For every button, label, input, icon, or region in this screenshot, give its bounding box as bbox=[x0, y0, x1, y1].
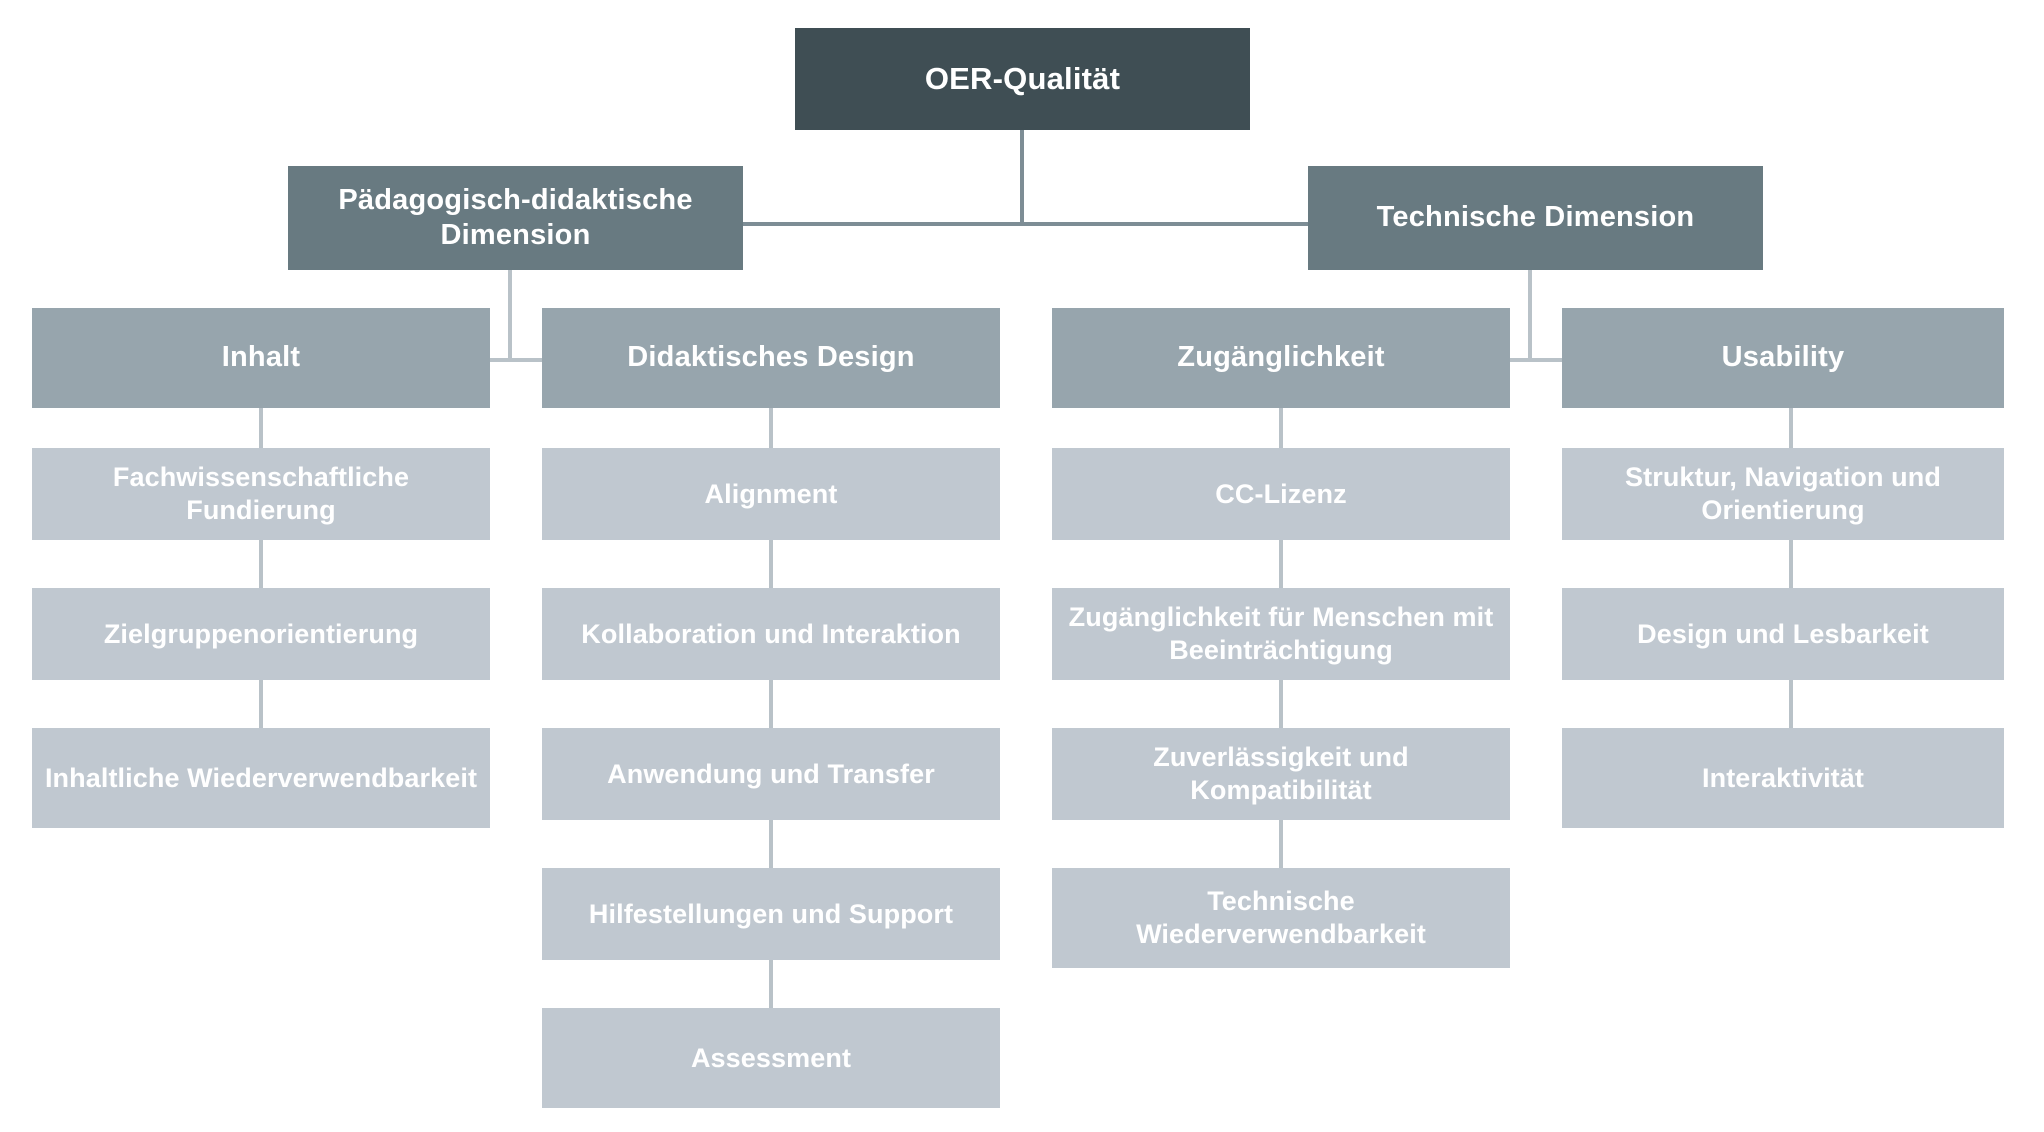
node-criterion-cc-lizenz[interactable]: CC-Lizenz bbox=[1052, 448, 1510, 540]
node-criterion-design-und-lesbarkeit[interactable]: Design und Lesbarkeit bbox=[1562, 588, 2004, 680]
connector-technisch-stem bbox=[1528, 270, 1532, 362]
connector-paedagogisch-bar bbox=[490, 358, 544, 362]
node-dimension-technisch[interactable]: Technische Dimension bbox=[1308, 166, 1763, 270]
node-category-zugaenglichkeit[interactable]: Zugänglichkeit bbox=[1052, 308, 1510, 408]
node-dimension-paedagogisch[interactable]: Pädagogisch-didaktische Dimension bbox=[288, 166, 743, 270]
node-criterion-anwendung-und-transfer[interactable]: Anwendung und Transfer bbox=[542, 728, 1000, 820]
node-category-didaktisches-design[interactable]: Didaktisches Design bbox=[542, 308, 1000, 408]
node-category-usability[interactable]: Usability bbox=[1562, 308, 2004, 408]
node-root-oer-qualitaet[interactable]: OER-Qualität bbox=[795, 28, 1250, 130]
connector-paedagogisch-stem bbox=[508, 270, 512, 362]
node-criterion-struktur-navigation-orientierung[interactable]: Struktur, Navigation und Orientierung bbox=[1562, 448, 2004, 540]
node-criterion-assessment[interactable]: Assessment bbox=[542, 1008, 1000, 1108]
node-criterion-zuverlaessigkeit-und-kompatibilitaet[interactable]: Zuverlässigkeit und Kompatibilität bbox=[1052, 728, 1510, 820]
node-criterion-technische-wiederverwendbarkeit[interactable]: Technische Wiederverwendbarkeit bbox=[1052, 868, 1510, 968]
node-criterion-zielgruppenorientierung[interactable]: Zielgruppenorientierung bbox=[32, 588, 490, 680]
connector-dimension-bar bbox=[740, 222, 1312, 226]
node-criterion-hilfestellungen-und-support[interactable]: Hilfestellungen und Support bbox=[542, 868, 1000, 960]
node-criterion-inhaltliche-wiederverwendbarkeit[interactable]: Inhaltliche Wiederverwendbarkeit bbox=[32, 728, 490, 828]
node-criterion-fachwissenschaftliche-fundierung[interactable]: Fachwissenschaftliche Fundierung bbox=[32, 448, 490, 540]
node-criterion-kollaboration-und-interaktion[interactable]: Kollaboration und Interaktion bbox=[542, 588, 1000, 680]
node-criterion-zugaenglichkeit-beeintraechtigung[interactable]: Zugänglichkeit für Menschen mit Beeinträ… bbox=[1052, 588, 1510, 680]
node-criterion-alignment[interactable]: Alignment bbox=[542, 448, 1000, 540]
connector-root-stem bbox=[1020, 130, 1024, 224]
connector-technisch-bar bbox=[1510, 358, 1564, 362]
node-category-inhalt[interactable]: Inhalt bbox=[32, 308, 490, 408]
node-criterion-interaktivitaet[interactable]: Interaktivität bbox=[1562, 728, 2004, 828]
